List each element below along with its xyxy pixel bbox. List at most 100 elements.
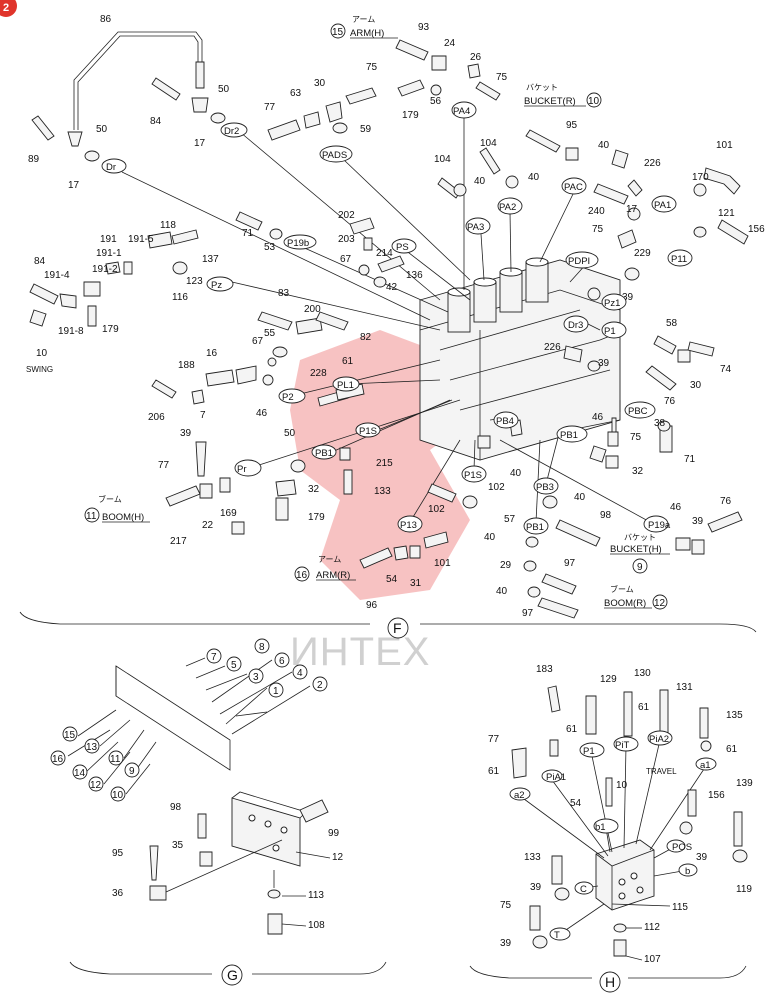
part-number: 240 bbox=[588, 206, 605, 217]
watermark-text: ИНТЕХ bbox=[290, 630, 430, 674]
part-number: 133 bbox=[524, 852, 541, 863]
part-number: 156 bbox=[748, 224, 765, 235]
part-number: 130 bbox=[634, 668, 651, 679]
circled-number: 15 bbox=[332, 27, 344, 38]
label-jp: バケット bbox=[624, 533, 656, 542]
part-number: 16 bbox=[206, 348, 218, 359]
part-number: 71 bbox=[684, 454, 696, 465]
valve-body-f bbox=[419, 257, 621, 461]
part-number: 7 bbox=[200, 410, 206, 421]
part-number: 75 bbox=[366, 62, 378, 73]
part-number: 202 bbox=[338, 210, 355, 221]
label-jp: バケット bbox=[526, 83, 558, 92]
function-labels-f: アーム 15 ARM(H) バケット BUCKET(R) 10 ブーム 11 B… bbox=[26, 15, 670, 610]
section-h-drawing bbox=[511, 685, 748, 957]
part-number: 40 bbox=[510, 468, 522, 479]
part-number: 26 bbox=[470, 52, 482, 63]
part-number: 137 bbox=[202, 254, 219, 265]
label-bucket-h: BUCKET(H) bbox=[610, 544, 662, 555]
callout-label: a1 bbox=[700, 760, 711, 771]
circled-number: 16 bbox=[296, 570, 308, 581]
part-number: 139 bbox=[736, 778, 753, 789]
part-number: 40 bbox=[474, 176, 486, 187]
label-arm-h: ARM(H) bbox=[350, 28, 384, 39]
callout-label: PiA2 bbox=[649, 734, 669, 745]
part-number: 24 bbox=[444, 38, 456, 49]
callout-label: PL1 bbox=[337, 380, 354, 391]
part-number: 77 bbox=[488, 734, 500, 745]
part-number: 39 bbox=[500, 938, 512, 949]
callout-label: PADS bbox=[322, 150, 347, 161]
callout-label: P19a bbox=[648, 520, 671, 531]
part-number: 50 bbox=[218, 84, 230, 95]
part-number: 8 bbox=[259, 642, 265, 653]
part-number: 95 bbox=[566, 120, 578, 131]
part-number: 16 bbox=[52, 754, 64, 765]
part-number: 39 bbox=[692, 516, 704, 527]
callout-label: C bbox=[580, 884, 587, 895]
part-number: 13 bbox=[86, 742, 98, 753]
part-number: 42 bbox=[386, 282, 398, 293]
part-number: 71 bbox=[242, 228, 254, 239]
part-number: 75 bbox=[630, 432, 642, 443]
part-number: 82 bbox=[360, 332, 372, 343]
callout-label: Dr3 bbox=[568, 320, 583, 331]
part-number: 31 bbox=[410, 578, 422, 589]
part-number: 55 bbox=[264, 328, 276, 339]
part-number: 226 bbox=[544, 342, 561, 353]
part-number: 56 bbox=[430, 96, 442, 107]
part-number: 76 bbox=[720, 496, 732, 507]
part-number: 30 bbox=[314, 78, 326, 89]
part-number: 179 bbox=[402, 110, 419, 121]
callout-label: PA4 bbox=[453, 106, 470, 117]
callout-label: a2 bbox=[514, 790, 525, 801]
part-number: 15 bbox=[64, 730, 76, 741]
part-number: 107 bbox=[644, 954, 661, 965]
section-frame-h: H bbox=[469, 965, 747, 993]
part-number: 77 bbox=[158, 460, 170, 471]
part-number: 170 bbox=[692, 172, 709, 183]
part-number: 17 bbox=[194, 138, 206, 149]
part-number: 32 bbox=[308, 484, 320, 495]
callout-label: Pz1 bbox=[604, 298, 620, 309]
part-number: 101 bbox=[716, 140, 733, 151]
part-number: 84 bbox=[150, 116, 162, 127]
callout-label: PDPI bbox=[568, 256, 590, 267]
part-number: 97 bbox=[522, 608, 534, 619]
part-number: 119 bbox=[736, 884, 752, 895]
part-number: 58 bbox=[666, 318, 678, 329]
label-boom-r: BOOM(R) bbox=[604, 598, 646, 609]
section-letter: G bbox=[227, 967, 238, 983]
part-number: 12 bbox=[332, 852, 344, 863]
part-number: 98 bbox=[170, 802, 182, 813]
part-number: 191-4 bbox=[44, 270, 70, 281]
callout-label: PA1 bbox=[654, 200, 671, 211]
part-number: 61 bbox=[566, 724, 578, 735]
part-number: 86 bbox=[100, 14, 112, 25]
callout-label: PB3 bbox=[536, 482, 554, 493]
part-number: 67 bbox=[252, 336, 264, 347]
part-number: 10 bbox=[112, 790, 124, 801]
callout-label: PB1 bbox=[526, 522, 544, 533]
part-number: 14 bbox=[74, 768, 86, 779]
part-number: 39 bbox=[180, 428, 192, 439]
part-numbers-h: 183 129 130 131 61 61 135 77 61 61 139 5… bbox=[488, 664, 753, 965]
fittings-f bbox=[29, 39, 749, 619]
part-number: 75 bbox=[496, 72, 508, 83]
part-number: 3 bbox=[253, 672, 259, 683]
callout-label: P1S bbox=[359, 426, 377, 437]
part-number: 191-8 bbox=[58, 326, 84, 337]
part-number: 95 bbox=[112, 848, 124, 859]
section-g-drawing bbox=[67, 657, 329, 935]
part-number: 61 bbox=[342, 356, 354, 367]
part-number: 169 bbox=[220, 508, 237, 519]
part-number: 7 bbox=[211, 652, 217, 663]
part-number: 226 bbox=[644, 158, 661, 169]
callout-label: PB4 bbox=[496, 416, 514, 427]
part-number: 30 bbox=[690, 380, 702, 391]
part-number: 179 bbox=[308, 512, 325, 523]
part-number: 123 bbox=[186, 276, 203, 287]
part-number: 136 bbox=[406, 270, 423, 281]
part-number: 32 bbox=[632, 466, 644, 477]
callout-label: PiT bbox=[615, 740, 629, 751]
